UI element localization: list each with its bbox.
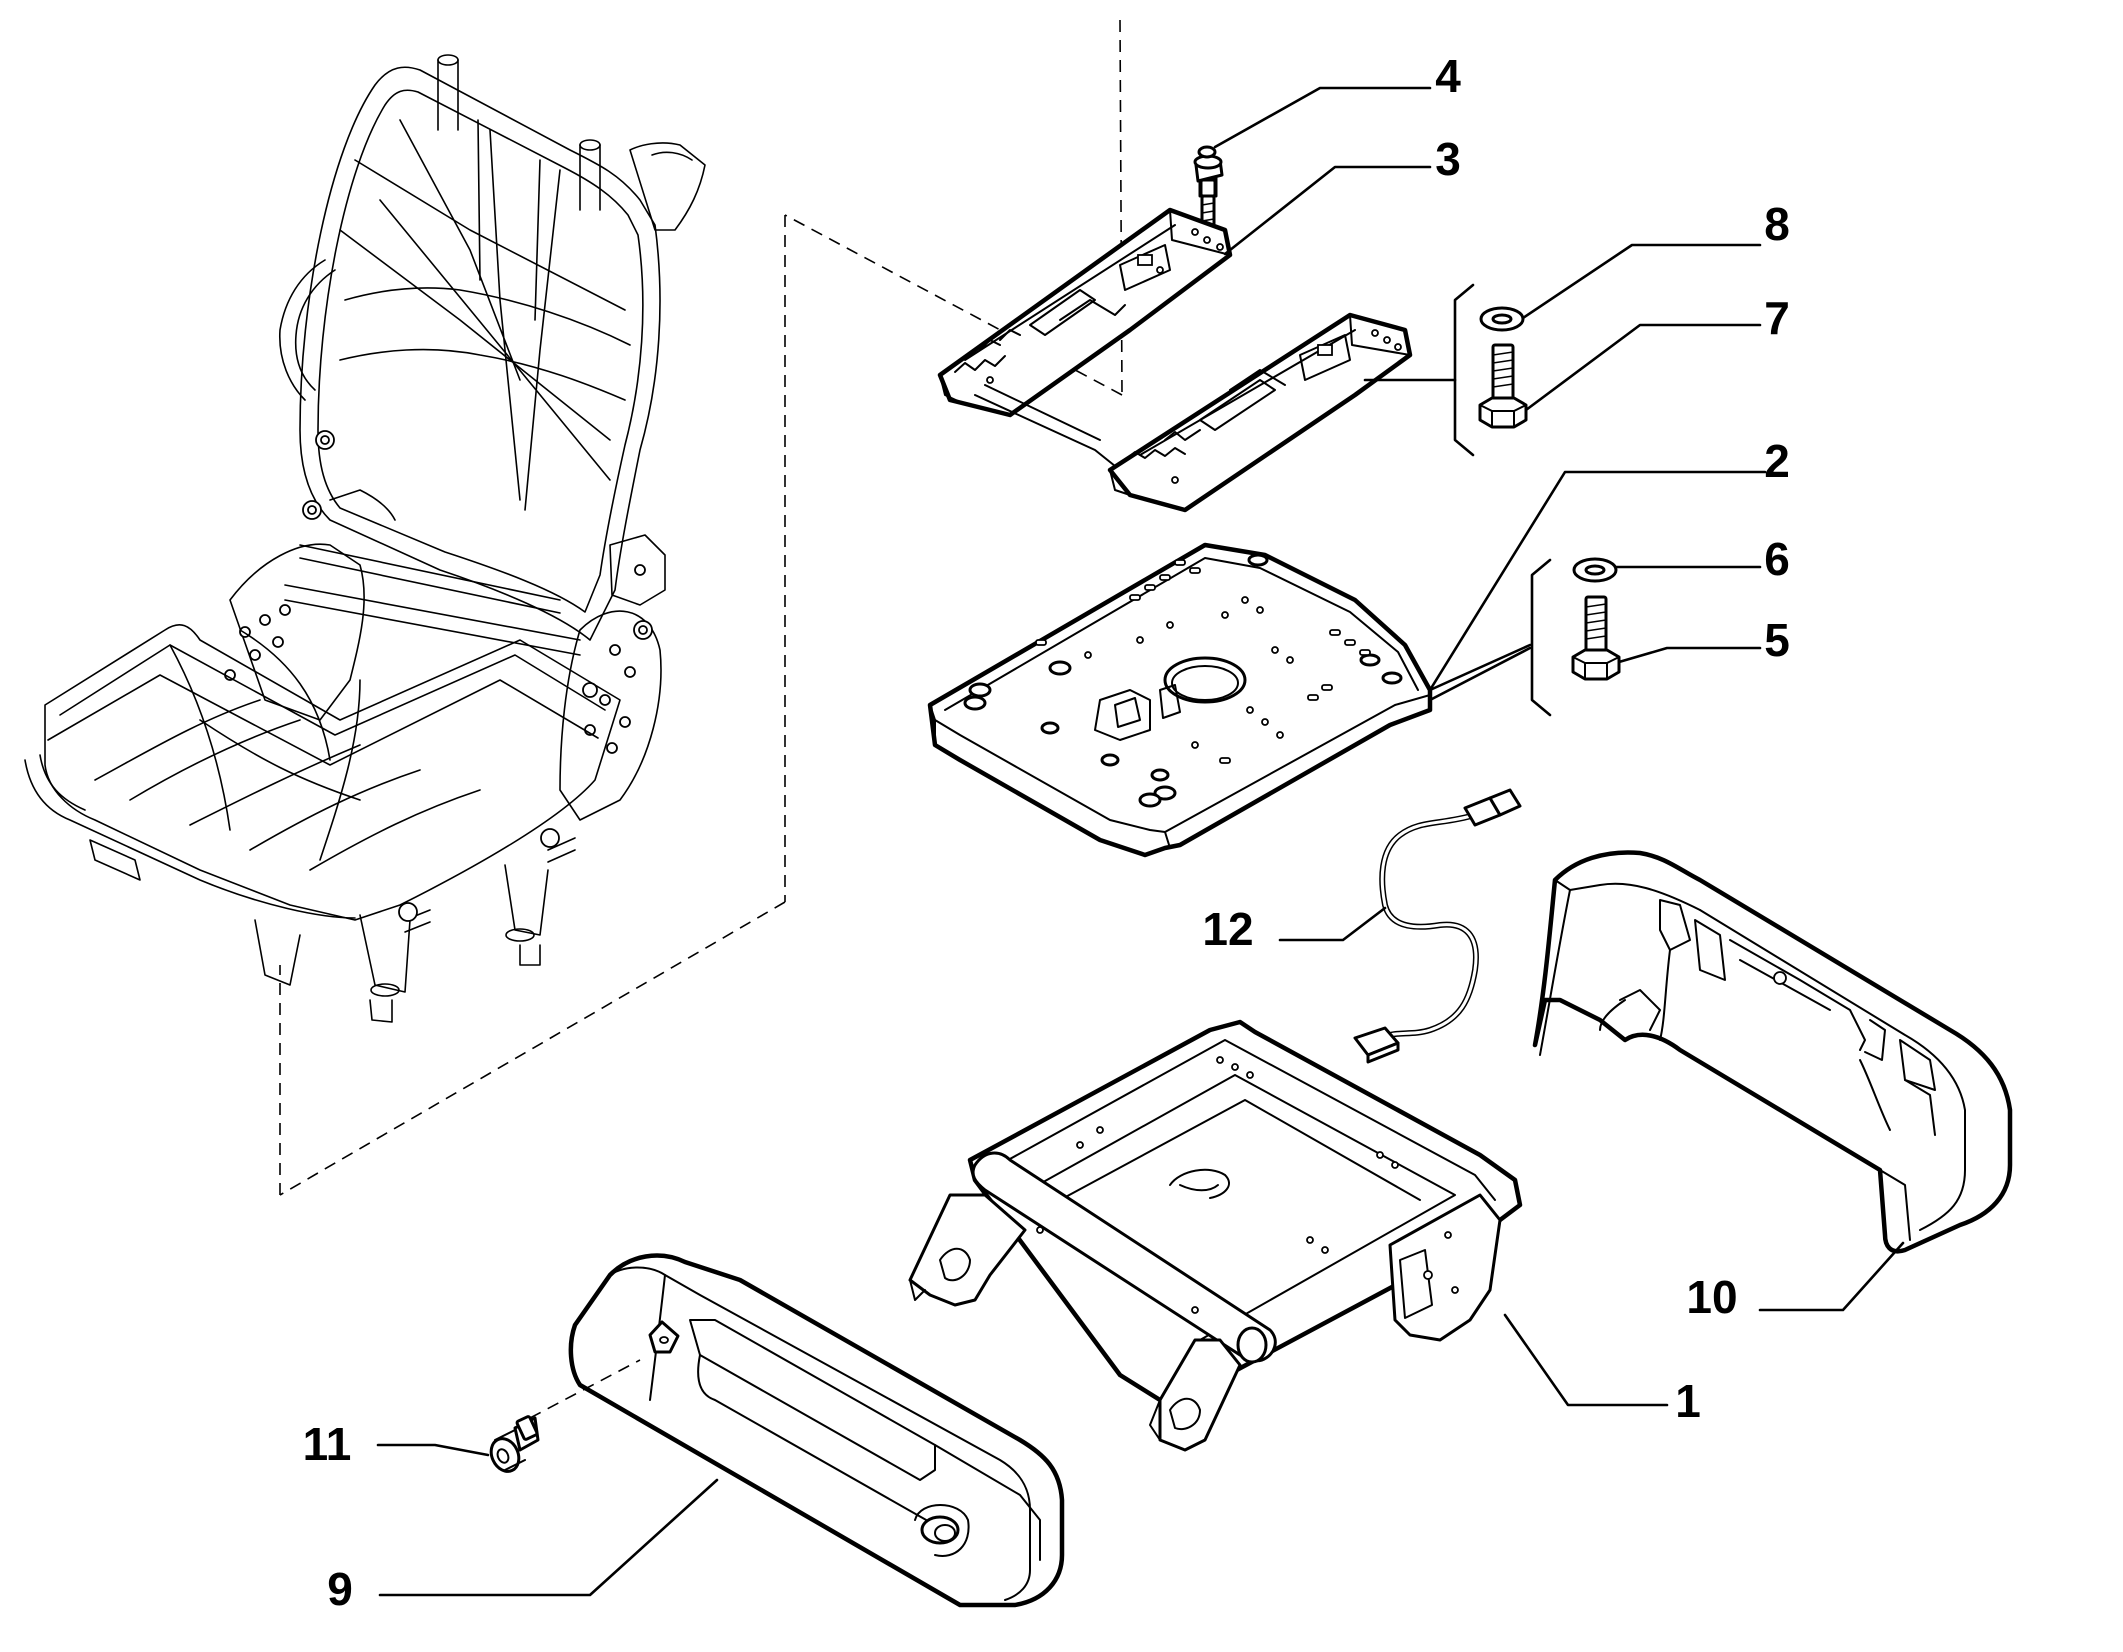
leader-lines [376, 86, 1905, 1597]
part-9-front-cover [529, 1253, 1065, 1608]
callout-10: 10 [1686, 1271, 1737, 1323]
callout-9: 9 [327, 1563, 353, 1615]
part-4-screw [1193, 145, 1224, 238]
part-11-push-pin [489, 1415, 540, 1473]
callout-3: 3 [1435, 133, 1461, 185]
part-12-wiring-harness [1353, 788, 1522, 1064]
callout-8: 8 [1764, 198, 1790, 250]
callout-2: 2 [1764, 435, 1790, 487]
callout-7: 7 [1764, 292, 1790, 344]
part-5-bolt [1571, 595, 1621, 681]
part-1-seat-base [908, 1019, 1523, 1452]
part-6-washer [1572, 557, 1618, 583]
part-3-seat-rails [937, 207, 1413, 513]
callout-labels: 1 2 3 4 5 6 7 8 9 10 11 12 [303, 50, 1790, 1615]
part-10-rear-cover [1532, 850, 2013, 1254]
part-7-bolt [1478, 343, 1528, 429]
part-2-base-plate [927, 542, 1433, 858]
callout-6: 6 [1764, 533, 1790, 585]
callout-1: 1 [1675, 1375, 1701, 1427]
part-8-washer [1479, 306, 1525, 332]
seat-frame [24, 54, 706, 1023]
callout-12: 12 [1202, 903, 1253, 955]
callout-4: 4 [1435, 50, 1461, 102]
callout-5: 5 [1764, 614, 1790, 666]
hardware-group-brackets [1453, 283, 1552, 717]
callout-11: 11 [303, 1418, 352, 1470]
